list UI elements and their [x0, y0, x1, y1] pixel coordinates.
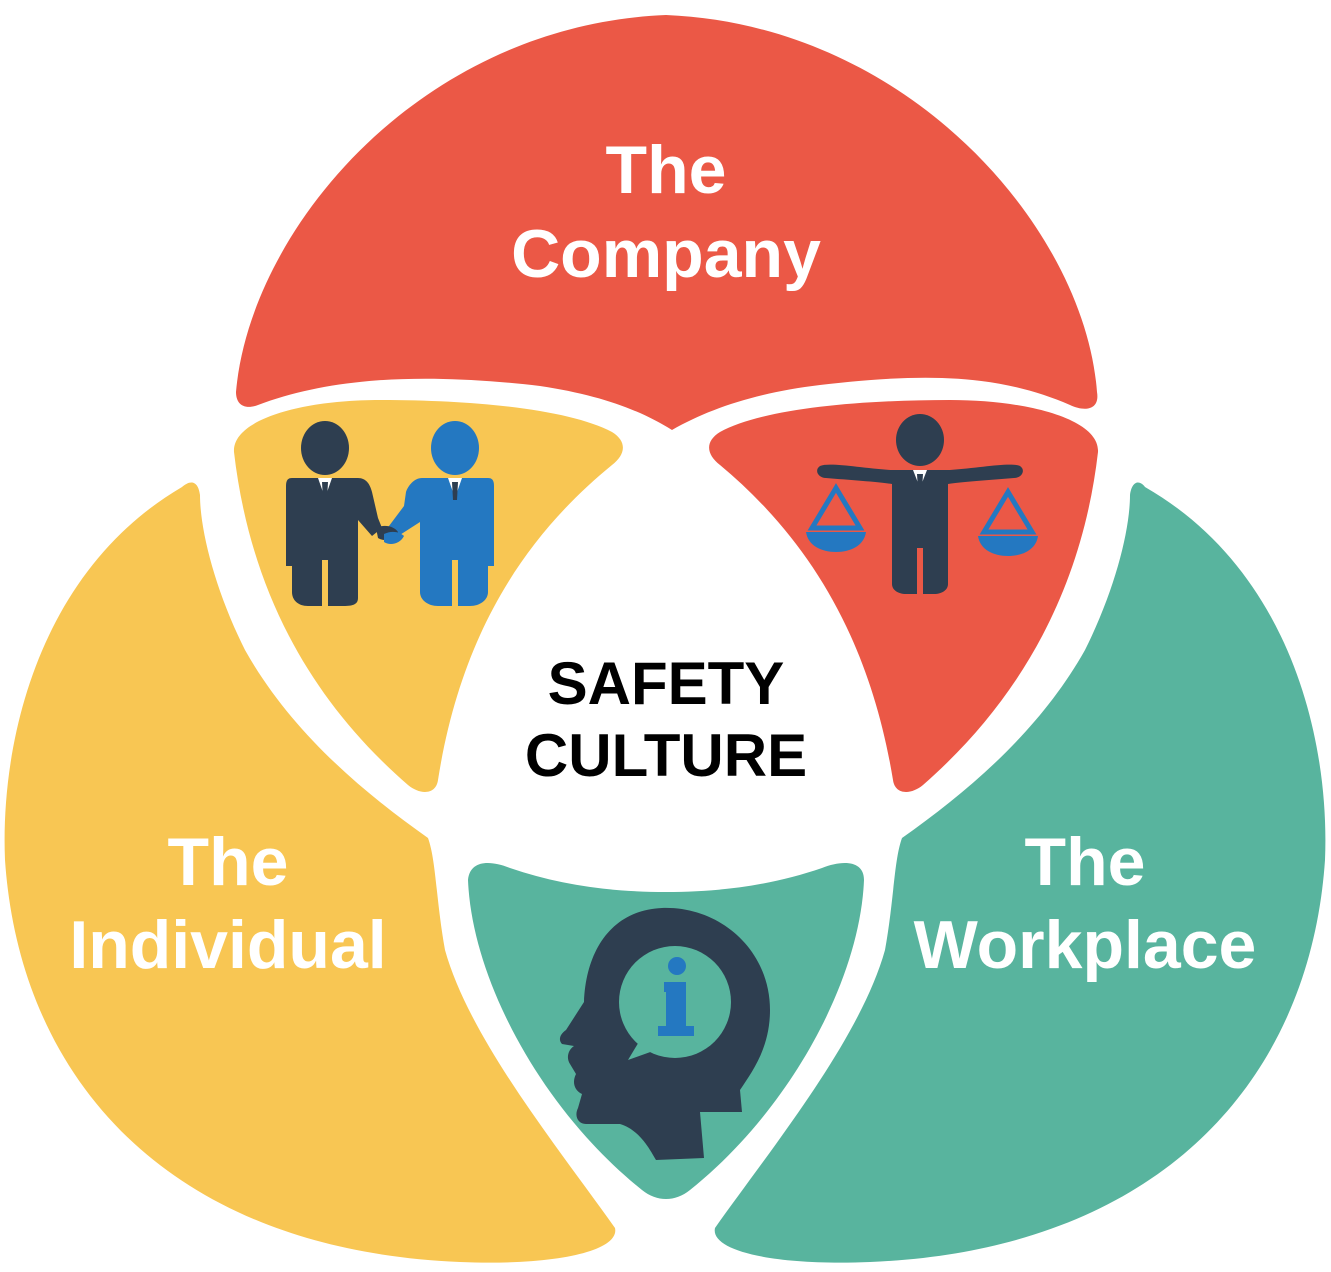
balance-scale-icon — [806, 414, 1038, 594]
individual-label-line2: Individual — [69, 907, 386, 983]
workplace-region — [714, 482, 1326, 1263]
workplace-label-line1: The — [1025, 824, 1146, 900]
center-label-line1: SAFETY — [548, 650, 785, 717]
company-label-line2: Company — [511, 216, 821, 292]
individual-region — [4, 482, 616, 1263]
individual-label-line1: The — [168, 824, 289, 900]
head-info-icon — [559, 907, 770, 1160]
company-label-line1: The — [606, 132, 727, 208]
center-label-line2: CULTURE — [525, 722, 807, 789]
company-workplace-overlap — [709, 400, 1099, 792]
handshake-icon — [286, 421, 494, 606]
workplace-label-line2: Workplace — [914, 907, 1257, 983]
company-region — [236, 15, 1098, 430]
